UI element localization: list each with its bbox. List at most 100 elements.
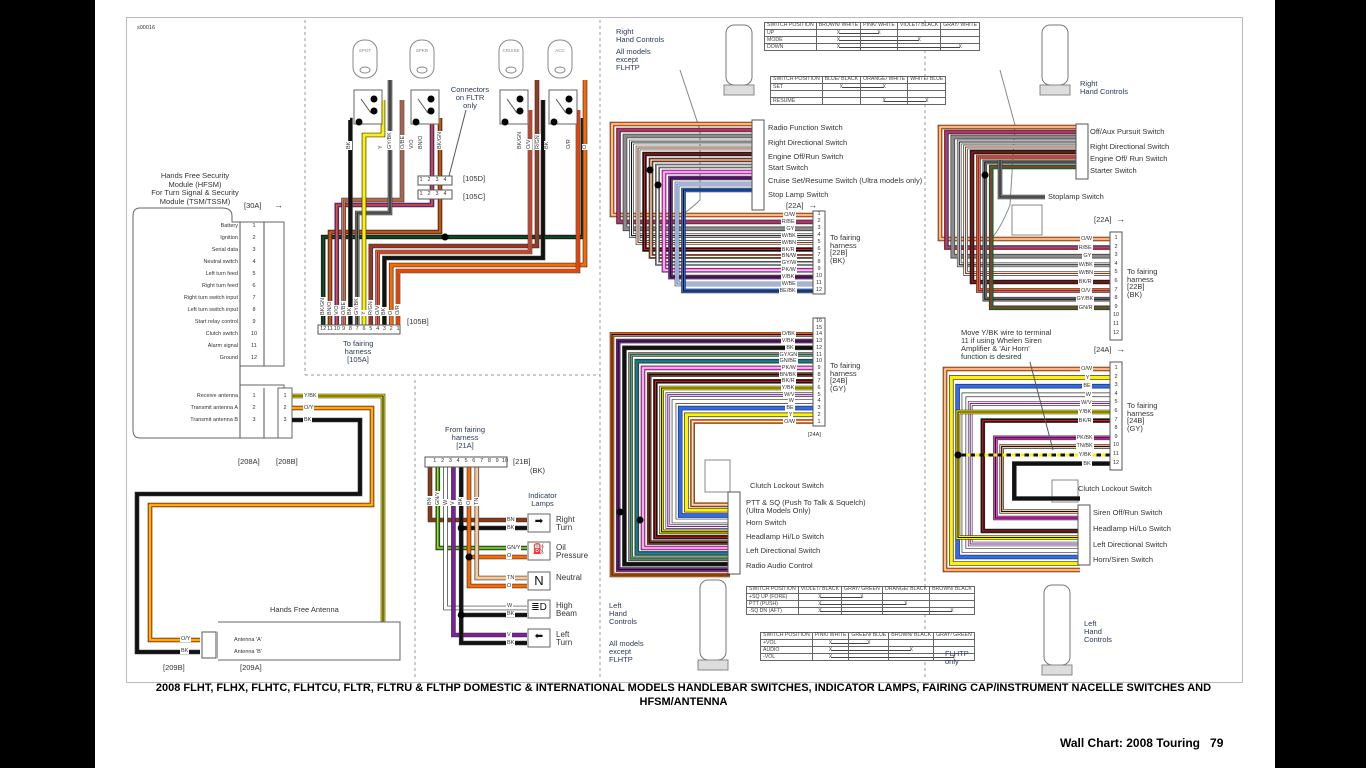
switch-cap-label: SPKR	[415, 48, 429, 53]
lamp-wire	[451, 467, 527, 638]
pin-number: 7	[817, 252, 821, 259]
connector-21a	[424, 456, 508, 468]
wire-label: O/V	[526, 138, 532, 150]
arrow-right-icon: →	[1116, 214, 1125, 224]
pin-number: 12	[815, 286, 823, 293]
hfsm-antenna-pin-label: Receive antenna	[196, 393, 238, 399]
pin-number: 6	[1114, 408, 1118, 414]
right-switch-label: Right Directional Switch	[768, 138, 848, 147]
left-arrow-icon: ⬅	[534, 631, 544, 642]
table-header: SWITCH POSITION	[770, 76, 823, 84]
flhtp-24b-wire	[961, 392, 1110, 553]
pin-number: 12	[320, 326, 327, 332]
wire-label: BE	[1082, 383, 1092, 390]
pin-number: 4	[817, 231, 821, 238]
wire-label: W/BN	[1077, 270, 1095, 277]
contact-mark	[860, 36, 898, 44]
contact-mark	[907, 83, 947, 91]
fltr-connector-note: Connectors	[450, 85, 490, 94]
antenna-title: Hands Free Antenna	[270, 605, 339, 614]
pin-number: 6	[252, 283, 256, 289]
wire-label: O/BK	[780, 331, 796, 338]
pin-number: 1	[419, 177, 423, 183]
pin-number: 3	[435, 191, 439, 197]
pin-number: 1	[817, 418, 821, 425]
left-hand-controls-title: Hand	[609, 609, 627, 618]
flhtp-right-grip	[1041, 24, 1069, 86]
pin-number: 1	[1114, 365, 1118, 371]
pin-number: 4	[1114, 390, 1118, 397]
wire-label: GY/BK	[1075, 296, 1095, 303]
antenna-wire-oy	[147, 405, 375, 643]
wire-label: O/BE	[340, 300, 347, 316]
lamp-wire	[443, 467, 527, 611]
contact-mark	[841, 607, 883, 615]
flhtp-harness-22b-label: harness	[1127, 274, 1154, 284]
contact-mark	[841, 600, 883, 608]
antenna-pin-label: Antenna 'B'	[234, 649, 262, 655]
harness-24b-wire	[677, 405, 813, 518]
table-header: GREEN/ BLUE	[848, 632, 890, 640]
arrow-right-icon: →	[1116, 344, 1125, 354]
pin-number: 1	[283, 393, 287, 399]
pin-number: 11	[251, 343, 257, 349]
contact-mark	[860, 43, 898, 51]
document-reference: s00016	[137, 25, 156, 31]
flhtp-right-switch-label: Off/Aux Pursuit Switch	[1090, 127, 1165, 136]
splice-dot	[516, 95, 524, 103]
splice-dot	[441, 233, 449, 241]
connector-209a-label: [209A]	[240, 663, 262, 672]
models-note: except	[609, 647, 632, 656]
wire-label: W/V	[783, 391, 796, 398]
contact-mark	[881, 607, 931, 615]
indicator-lamp-headlamp	[527, 599, 551, 619]
hfsm-pin-label: Left turn switch input	[187, 307, 238, 313]
connector-208a-label: [208A]	[238, 457, 260, 466]
hfsm-title: Module (HFSM)	[168, 179, 222, 189]
table-header: BROWN/ WHITE	[815, 22, 862, 30]
table-header: BROWN/ BLACK	[929, 586, 975, 594]
contact-mark: X	[811, 653, 850, 661]
wire-label: TN	[473, 496, 480, 506]
pin-number: 6	[817, 385, 821, 391]
pin-number: 3	[283, 417, 287, 423]
connector-105d	[417, 175, 453, 186]
pin-number: 2	[252, 405, 256, 411]
flhtp-harness-24b-label: (GY)	[1127, 423, 1143, 433]
wire-label: O/Y	[303, 405, 315, 411]
wire-label: BN	[427, 496, 433, 506]
pin-number: 7	[355, 326, 359, 332]
connector-209b-label: [209B]	[163, 663, 185, 672]
wire-label: GN/BE	[778, 358, 798, 365]
wire-label: BN/O	[327, 300, 333, 316]
left-switch-label: Radio Audio Control	[746, 561, 813, 570]
wire-label: Y	[378, 144, 384, 150]
wire-label: O	[506, 553, 513, 559]
splice-dot	[550, 118, 558, 126]
contact-mark: X	[815, 43, 862, 51]
contact-mark: X	[881, 600, 931, 608]
N-icon: N	[534, 573, 544, 588]
flhtp-22b-wire	[969, 149, 1110, 285]
table-header: SWITCH POSITION	[760, 632, 813, 640]
siren-wiring-note: 11 if using Whelen Siren	[961, 336, 1042, 345]
table-header: GRAY/ WHITE	[940, 22, 981, 30]
flhtp-24b-wire	[993, 435, 1110, 521]
indicator-lamp-N	[527, 571, 551, 591]
pin-number: 3	[435, 177, 439, 183]
pin-number: 8	[252, 307, 256, 313]
switch-body	[548, 89, 578, 125]
pin-number: 15	[815, 324, 823, 331]
contact-mark	[821, 90, 862, 98]
harness-22b-label: [22B]	[830, 248, 848, 257]
harness-105-wire	[395, 110, 581, 327]
hfsm-title: Hands Free Security	[160, 171, 230, 180]
left-switch-label: PTT & SQ (Push To Talk & Squelch)	[746, 498, 866, 507]
hfsm-title: For Turn Signal & Security	[151, 188, 239, 197]
connector-105d-label: [105D]	[463, 174, 486, 183]
wire-label: BK	[381, 306, 388, 316]
